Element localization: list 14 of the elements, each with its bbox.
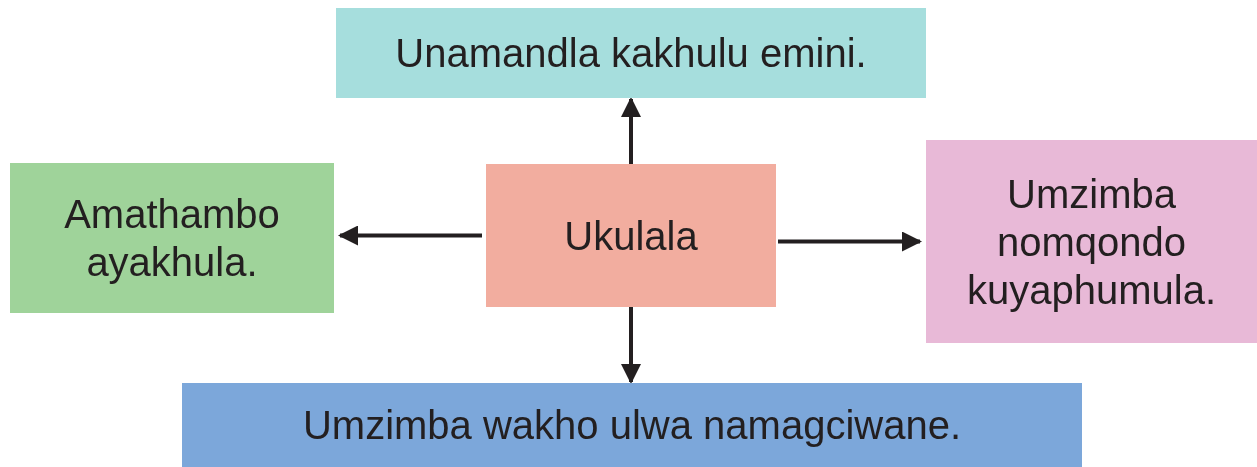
node-text: Umzimba wakho ulwa namagciwane. (302, 402, 962, 449)
outcome-box (10, 163, 334, 313)
outcome-box (926, 140, 1257, 343)
node-text: Unamandla kakhulu emini. (395, 30, 867, 77)
arrow (621, 307, 641, 384)
arrow (621, 97, 641, 164)
arrow (338, 225, 482, 246)
central-box (486, 164, 776, 307)
outcome-box (336, 8, 926, 98)
node-text: Ukulala (564, 212, 698, 260)
arrow (778, 231, 922, 252)
node-text: Umzimba nomqondo kuyaphumula. (965, 170, 1217, 314)
outcome-box (182, 383, 1082, 467)
node-text: Amathambo ayakhula. (63, 191, 281, 286)
